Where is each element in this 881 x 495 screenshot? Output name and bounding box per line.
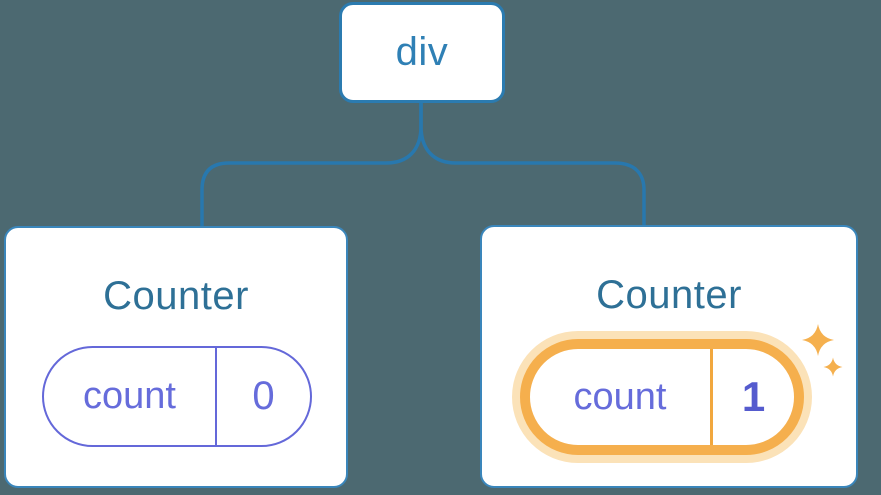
root-node-div: div [339, 2, 505, 103]
state-key-label: count [530, 349, 713, 445]
counter-title: Counter [596, 273, 742, 317]
connector-right-branch [419, 100, 646, 228]
counter-card-left: Counter count 0 [4, 226, 348, 488]
state-key-label: count [44, 348, 217, 445]
state-pill: count 0 [42, 346, 312, 447]
sparkle-small [823, 357, 843, 377]
state-pill-highlighted: count 1 [520, 339, 804, 455]
root-node-label: div [395, 30, 449, 74]
state-value: 1 [741, 373, 766, 420]
sparkle-large [802, 324, 834, 356]
state-pill-highlight-halo: count 1 [512, 331, 812, 463]
connector-left-branch [200, 100, 423, 228]
counter-title: Counter [103, 274, 249, 318]
state-value: 0 [252, 374, 275, 418]
sparkles-icon [802, 324, 843, 377]
counter-card-right: Counter count 1 [480, 225, 858, 488]
